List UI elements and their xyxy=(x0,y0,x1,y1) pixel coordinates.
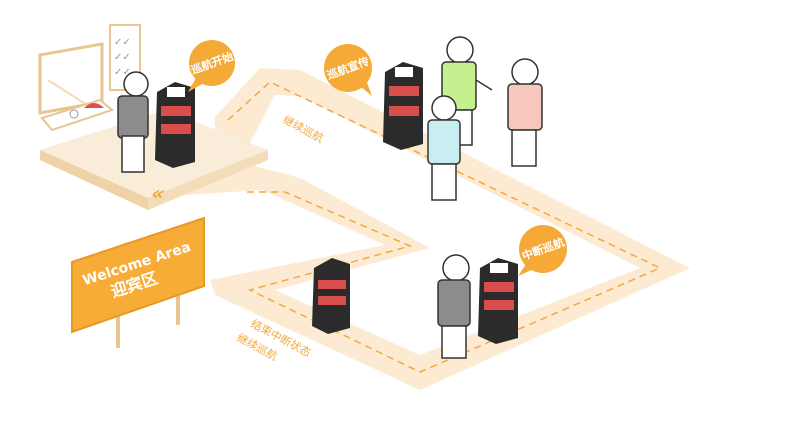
staff-body xyxy=(437,279,471,327)
notice-checks-3: ✓✓ xyxy=(114,67,131,78)
platform-side xyxy=(40,150,148,210)
notice-checks-2: ✓✓ xyxy=(114,52,131,63)
robot-tray-1 xyxy=(318,280,346,289)
welcome-sign: Welcome Area 迎宾区 xyxy=(71,216,205,348)
bubble-interrupt-tail xyxy=(518,264,536,276)
robot-desk xyxy=(155,82,195,168)
bubble-promo: 巡航宣传 xyxy=(324,44,372,96)
customer-blue xyxy=(427,95,461,201)
staff-legs xyxy=(121,135,145,173)
customer-body xyxy=(427,119,461,165)
bubble-interrupt: 中断巡航 xyxy=(518,225,567,276)
platform-side-right xyxy=(148,150,268,210)
robot-tray-2 xyxy=(318,296,346,305)
bubble-interrupt-shape xyxy=(519,225,567,273)
staff-person-interrupt xyxy=(437,254,471,359)
robot-tray-2 xyxy=(389,106,419,116)
customer-head xyxy=(511,58,539,86)
robot-screen xyxy=(167,87,185,97)
bubble-start-tail xyxy=(188,78,206,92)
bubble-promo-tail xyxy=(360,80,372,96)
customer-head xyxy=(431,95,457,121)
sign-board xyxy=(71,216,205,334)
bubble-start: 巡航开始 xyxy=(188,40,235,92)
staff-head xyxy=(123,71,149,97)
staff-person-desk xyxy=(117,71,149,173)
robot-tray-1 xyxy=(161,106,191,116)
staff-head xyxy=(442,254,470,282)
reception-area: ✓✓ ✓✓ ✓✓ xyxy=(38,24,268,210)
robot-tray-2 xyxy=(484,300,514,310)
staff-legs xyxy=(441,325,467,359)
staff-body xyxy=(117,95,149,139)
bubble-start-shape xyxy=(189,40,235,86)
robot-tray-2 xyxy=(161,124,191,134)
robot-tray-1 xyxy=(484,282,514,292)
robot-screen xyxy=(395,67,413,77)
robot-screen xyxy=(490,263,508,273)
bubble-promo-shape xyxy=(324,44,372,92)
customer-pink xyxy=(507,58,543,167)
window-frame xyxy=(38,42,104,115)
robot-promo xyxy=(383,62,423,150)
customer-arm xyxy=(475,79,493,91)
platform-top xyxy=(40,110,268,198)
robot-interrupt xyxy=(478,258,518,344)
customer-head xyxy=(446,36,474,64)
robot-tray-1 xyxy=(389,86,419,96)
customer-legs xyxy=(511,129,537,167)
counter-cup xyxy=(69,109,79,119)
customer-body xyxy=(507,83,543,131)
customer-legs xyxy=(431,163,457,201)
notice-checks: ✓✓ xyxy=(114,37,131,48)
robot-return xyxy=(312,258,350,334)
counter-watermelon xyxy=(84,103,104,108)
